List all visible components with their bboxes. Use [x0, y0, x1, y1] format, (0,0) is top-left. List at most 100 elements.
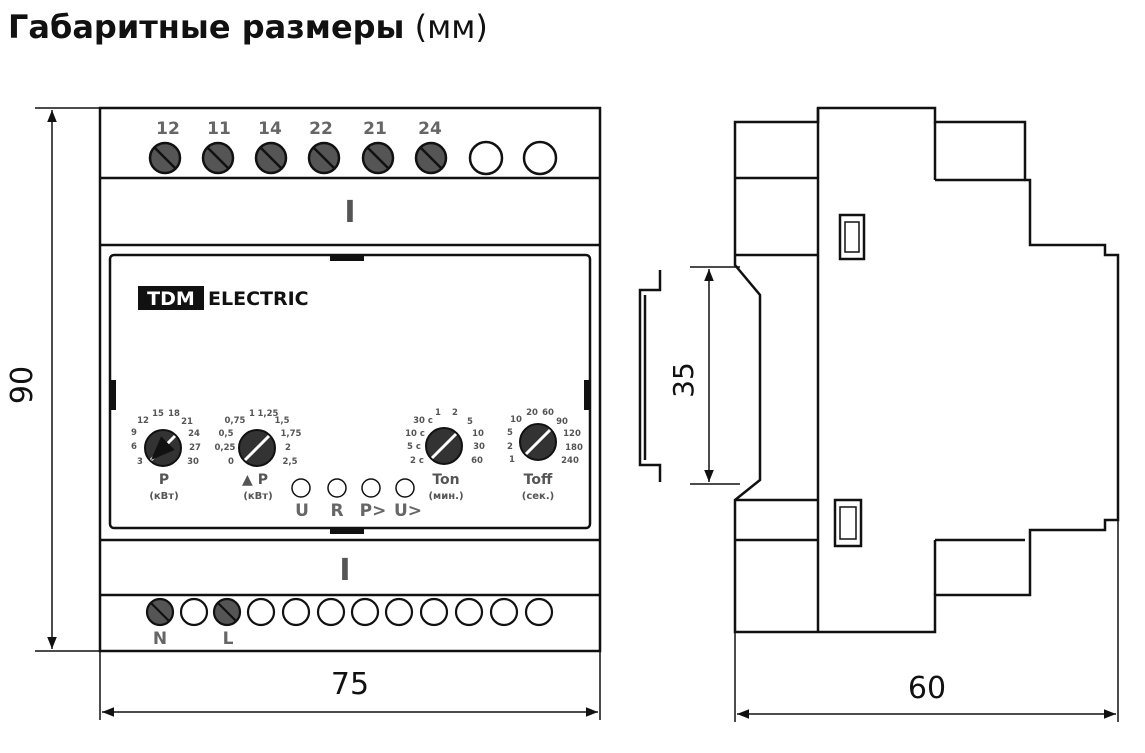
- panel-notch-right: [584, 380, 590, 410]
- bottom-module-mark: I: [339, 553, 350, 588]
- terminal-label-14: 14: [258, 119, 282, 139]
- knob-toff-scale: 120: [563, 429, 581, 439]
- knob-delta-p-scale: 1,25: [258, 409, 279, 419]
- knob-delta-p-scale: 1: [249, 409, 255, 419]
- side-dimensions: [690, 266, 1119, 722]
- knob-p-scale: 3: [137, 457, 143, 467]
- knob-toff-scale: 5: [507, 428, 513, 438]
- terminal-bottom-empty: [281, 597, 311, 627]
- brand-name: ELECTRIC: [208, 288, 309, 310]
- terminal-bottom-empty: [384, 597, 414, 627]
- side-view: [638, 106, 1120, 634]
- terminal-bottom-empty: [524, 597, 554, 627]
- terminal-bottom-empty: [489, 597, 519, 627]
- knob-p-scale: 18: [168, 409, 180, 419]
- brand-logo: TDM ELECTRIC: [138, 286, 309, 310]
- knob-ton-scale: 2: [452, 408, 458, 418]
- knob-p-scale: 12: [137, 416, 149, 426]
- knob-ton-scale: 10 с: [405, 429, 425, 439]
- knob-ton-scale: 30: [473, 442, 485, 452]
- terminal-label-21: 21: [363, 119, 387, 139]
- terminal-label-22: 22: [309, 119, 333, 139]
- knob-toff-scale: 180: [565, 443, 583, 453]
- terminal-screw-12: [148, 141, 182, 175]
- terminal-screw-21: [361, 141, 395, 175]
- knob-delta-p: [238, 429, 276, 467]
- front-view: [98, 106, 602, 653]
- front-dimensions: [35, 107, 601, 720]
- led-label-u: U: [295, 501, 309, 521]
- knob-toff-scale: 10: [510, 415, 522, 425]
- side-clip-bottom: [833, 498, 863, 548]
- brand-logo-text: TDM: [147, 288, 195, 310]
- title-main: Габаритные размеры: [8, 8, 405, 46]
- din-rail-dimension-value: 35: [667, 362, 700, 398]
- terminal-bottom-empty: [246, 597, 276, 627]
- knob-toff: [519, 423, 557, 461]
- side-body-outline: [733, 106, 1120, 634]
- terminal-bottom-empty: [316, 597, 346, 627]
- terminal-screw-11: [201, 141, 235, 175]
- side-clip-top: [838, 213, 866, 261]
- knob-ton-unit: (мин.): [428, 491, 463, 502]
- panel-notch-left: [110, 380, 116, 410]
- terminal-bottom-empty: [350, 597, 380, 627]
- led-label-p-over: P>: [360, 501, 387, 521]
- knob-delta-p-scale: 0,25: [215, 443, 236, 453]
- panel-notch-top: [330, 255, 364, 261]
- terminal-bottom-empty: [419, 597, 449, 627]
- knob-toff-scale: 90: [556, 417, 568, 427]
- terminal-label-n: N: [153, 629, 167, 649]
- top-module-mark: I: [344, 195, 355, 230]
- knob-p-scale: 30: [187, 457, 199, 467]
- terminal-screw-14: [254, 141, 288, 175]
- width-dimension-value: 75: [331, 667, 369, 702]
- knob-ton-scale: 10: [472, 429, 484, 439]
- terminal-bottom-empty: [454, 597, 484, 627]
- knob-ton: [425, 427, 463, 465]
- knob-toff-name: Toff: [524, 472, 553, 488]
- terminal-label-l: L: [223, 629, 234, 649]
- knob-p-scale: 21: [181, 417, 193, 427]
- knob-toff-scale: 2: [507, 442, 513, 452]
- knob-ton-scale: 5: [467, 417, 473, 427]
- knob-p-scale: 15: [152, 409, 164, 419]
- terminal-screw-l: [212, 597, 242, 627]
- title-unit: (мм): [414, 8, 488, 46]
- led-label-r: R: [330, 501, 343, 521]
- led-u: [291, 478, 311, 498]
- knob-delta-p-unit: (кВт): [243, 491, 272, 502]
- front-body-outline: [98, 106, 602, 653]
- knob-delta-p-scale: 2: [285, 443, 291, 453]
- terminal-label-24: 24: [418, 119, 442, 139]
- knob-delta-p-scale: 1,75: [281, 429, 302, 439]
- knob-toff-unit: (сек.): [522, 491, 554, 502]
- knob-p-name: P: [159, 472, 169, 488]
- terminal-screw-22: [307, 141, 341, 175]
- led-label-u-over: U>: [394, 501, 422, 521]
- terminal-bottom-empty: [179, 597, 209, 627]
- knob-ton-scale: 5 с: [407, 442, 421, 452]
- terminal-label-12: 12: [156, 119, 180, 139]
- knob-delta-p-scale: 2,5: [282, 457, 297, 467]
- knob-ton-scale: 60: [471, 456, 483, 466]
- knob-toff-scale: 240: [561, 456, 579, 466]
- knob-delta-p-scale: 0,75: [225, 416, 246, 426]
- knob-toff-scale: 20: [526, 408, 538, 418]
- knob-p-scale: 27: [189, 443, 201, 453]
- knob-toff-scale: 60: [542, 408, 554, 418]
- knob-p-scale: 24: [188, 429, 200, 439]
- knob-ton-scale: 2 с: [410, 456, 424, 466]
- knob-ton-name: Ton: [432, 472, 459, 488]
- din-rail: [638, 270, 662, 482]
- knob-delta-p-scale: 0: [228, 457, 234, 467]
- knob-p: [144, 429, 182, 467]
- led-u-over: [395, 478, 415, 498]
- terminal-screw-24: [414, 141, 448, 175]
- led-r: [327, 478, 347, 498]
- knob-p-scale: 9: [131, 428, 137, 438]
- panel-notch-bottom: [330, 528, 364, 534]
- terminal-screw-n: [145, 597, 175, 627]
- knob-ton-scale: 30 с: [413, 416, 433, 426]
